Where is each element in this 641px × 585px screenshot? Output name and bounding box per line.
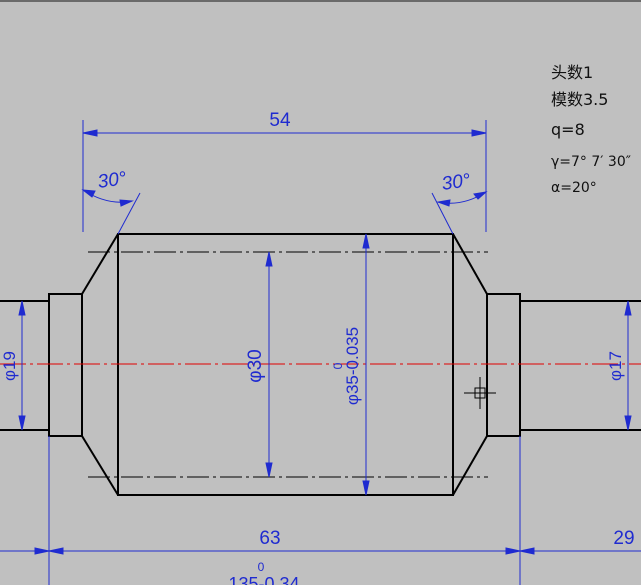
dimension-dia-19 — [18, 300, 26, 431]
angle-left-30 — [81, 189, 141, 235]
crosshair-cursor-icon — [464, 377, 496, 409]
label-angle-right: 30° — [440, 170, 472, 195]
label-length-135-upper: 0 — [258, 560, 265, 574]
dimension-54 — [82, 120, 487, 232]
label-dia-17: φ17 — [606, 351, 625, 381]
label-dia-19: φ19 — [0, 351, 19, 381]
spec-module: 模数3.5 — [551, 90, 608, 109]
label-dia-35: φ35-0.035 — [343, 327, 362, 405]
spec-starts: 头数1 — [551, 63, 593, 82]
dimension-dia-17 — [624, 300, 632, 431]
label-dia-30: φ30 — [245, 349, 266, 382]
dimension-dia-30 — [265, 251, 273, 478]
label-length-54: 54 — [269, 110, 291, 131]
pitch-lines — [88, 251, 488, 478]
angle-right-30 — [431, 191, 488, 235]
dimension-135-arrow — [0, 547, 50, 555]
spec-q: q=8 — [551, 120, 585, 139]
dimension-29 — [519, 547, 641, 555]
label-length-29: 29 — [613, 528, 634, 549]
dimension-dia-35 — [362, 233, 370, 496]
dimension-63 — [48, 436, 521, 585]
spec-pressure-angle: α=20° — [551, 180, 597, 196]
label-angle-left: 30° — [96, 168, 128, 193]
label-length-63: 63 — [259, 528, 280, 549]
spec-notes: 头数1 模数3.5 q=8 γ=7° 7′ 30″ α=20° — [551, 63, 631, 196]
spec-lead-angle: γ=7° 7′ 30″ — [551, 154, 631, 170]
label-dia-35-upper: 0 — [331, 362, 345, 369]
label-length-135: 135-0.34 — [228, 574, 299, 585]
